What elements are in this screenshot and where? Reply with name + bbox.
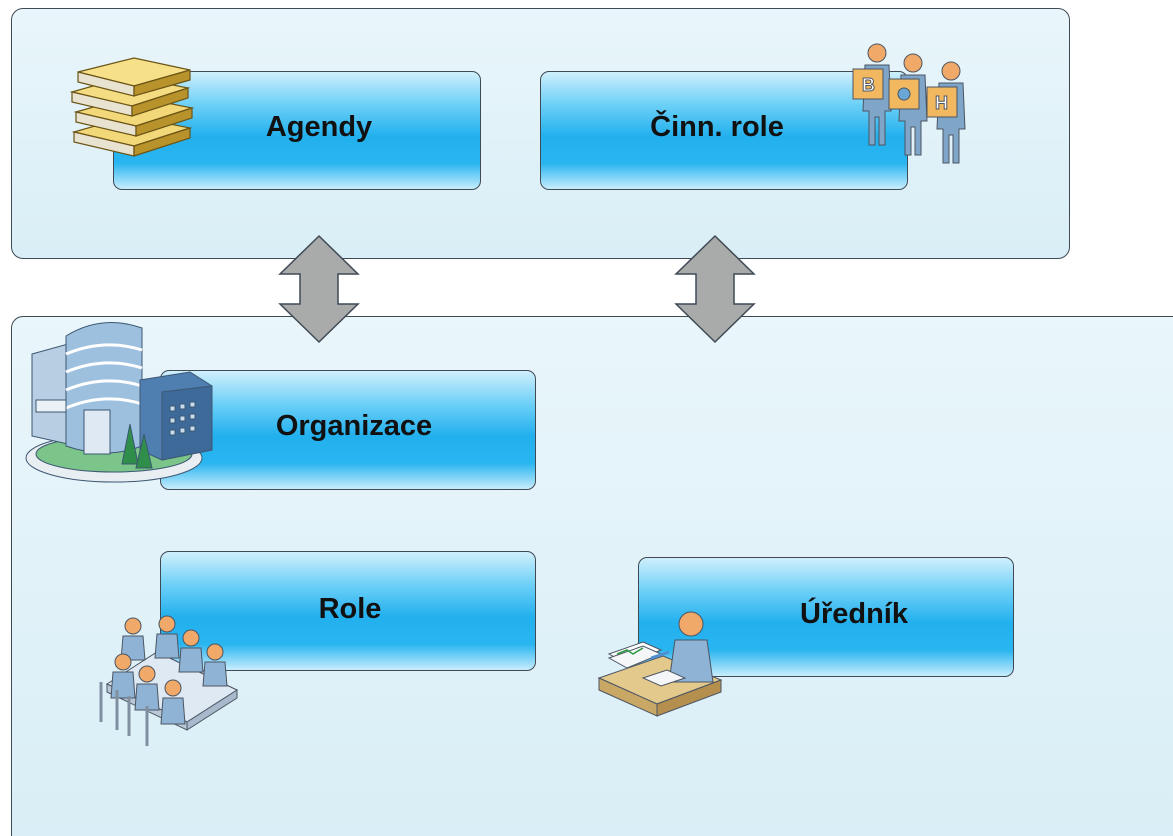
- meeting-icon: [99, 615, 239, 746]
- books-icon: [69, 57, 195, 157]
- agendy-label: Agendy: [265, 111, 373, 143]
- svg-text:B: B: [862, 75, 875, 95]
- organizace-node: Organizace: [160, 370, 536, 490]
- building-icon: [25, 322, 213, 483]
- organizace-label: Organizace: [275, 409, 433, 442]
- double-arrow-right: [674, 234, 756, 344]
- cinn-role-node: Činn. role: [540, 71, 908, 190]
- role-label: Role: [318, 592, 382, 625]
- clerk-icon: [597, 611, 723, 717]
- workers-icon: B H: [852, 43, 966, 164]
- svg-text:H: H: [935, 93, 948, 113]
- cinn-role-label: Činn. role: [650, 111, 784, 143]
- urednik-label: Úředník: [800, 597, 908, 630]
- double-arrow-left: [278, 234, 360, 344]
